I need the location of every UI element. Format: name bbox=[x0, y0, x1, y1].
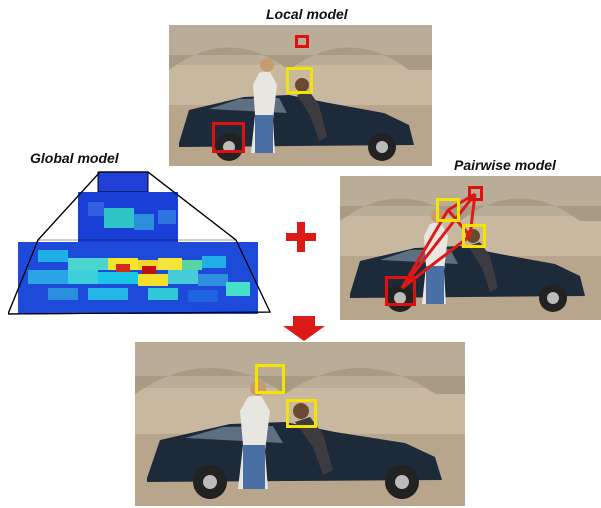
global-model-label: Global model bbox=[30, 150, 119, 166]
car-scene-illustration bbox=[169, 25, 432, 166]
pairwise-model-label: Pairwise model bbox=[454, 157, 556, 173]
combined-result-image bbox=[135, 342, 465, 506]
part-filter-box bbox=[436, 198, 460, 222]
car-scene-illustration bbox=[340, 176, 601, 320]
local-model-image bbox=[169, 25, 432, 166]
global-model-heatmap bbox=[8, 171, 271, 315]
part-filter-box bbox=[286, 67, 313, 94]
part-filter-box bbox=[462, 224, 486, 248]
plus-icon bbox=[286, 222, 316, 252]
detected-part-box bbox=[255, 364, 285, 394]
car-scene-illustration bbox=[135, 342, 465, 506]
part-filter-box bbox=[295, 35, 309, 48]
pairwise-model-image bbox=[340, 176, 601, 320]
part-filter-box bbox=[468, 186, 483, 201]
root-filter-box bbox=[385, 276, 416, 306]
detected-part-box bbox=[286, 399, 317, 428]
root-filter-box bbox=[212, 122, 245, 153]
down-arrow-icon bbox=[283, 316, 325, 341]
local-model-label: Local model bbox=[266, 6, 348, 22]
